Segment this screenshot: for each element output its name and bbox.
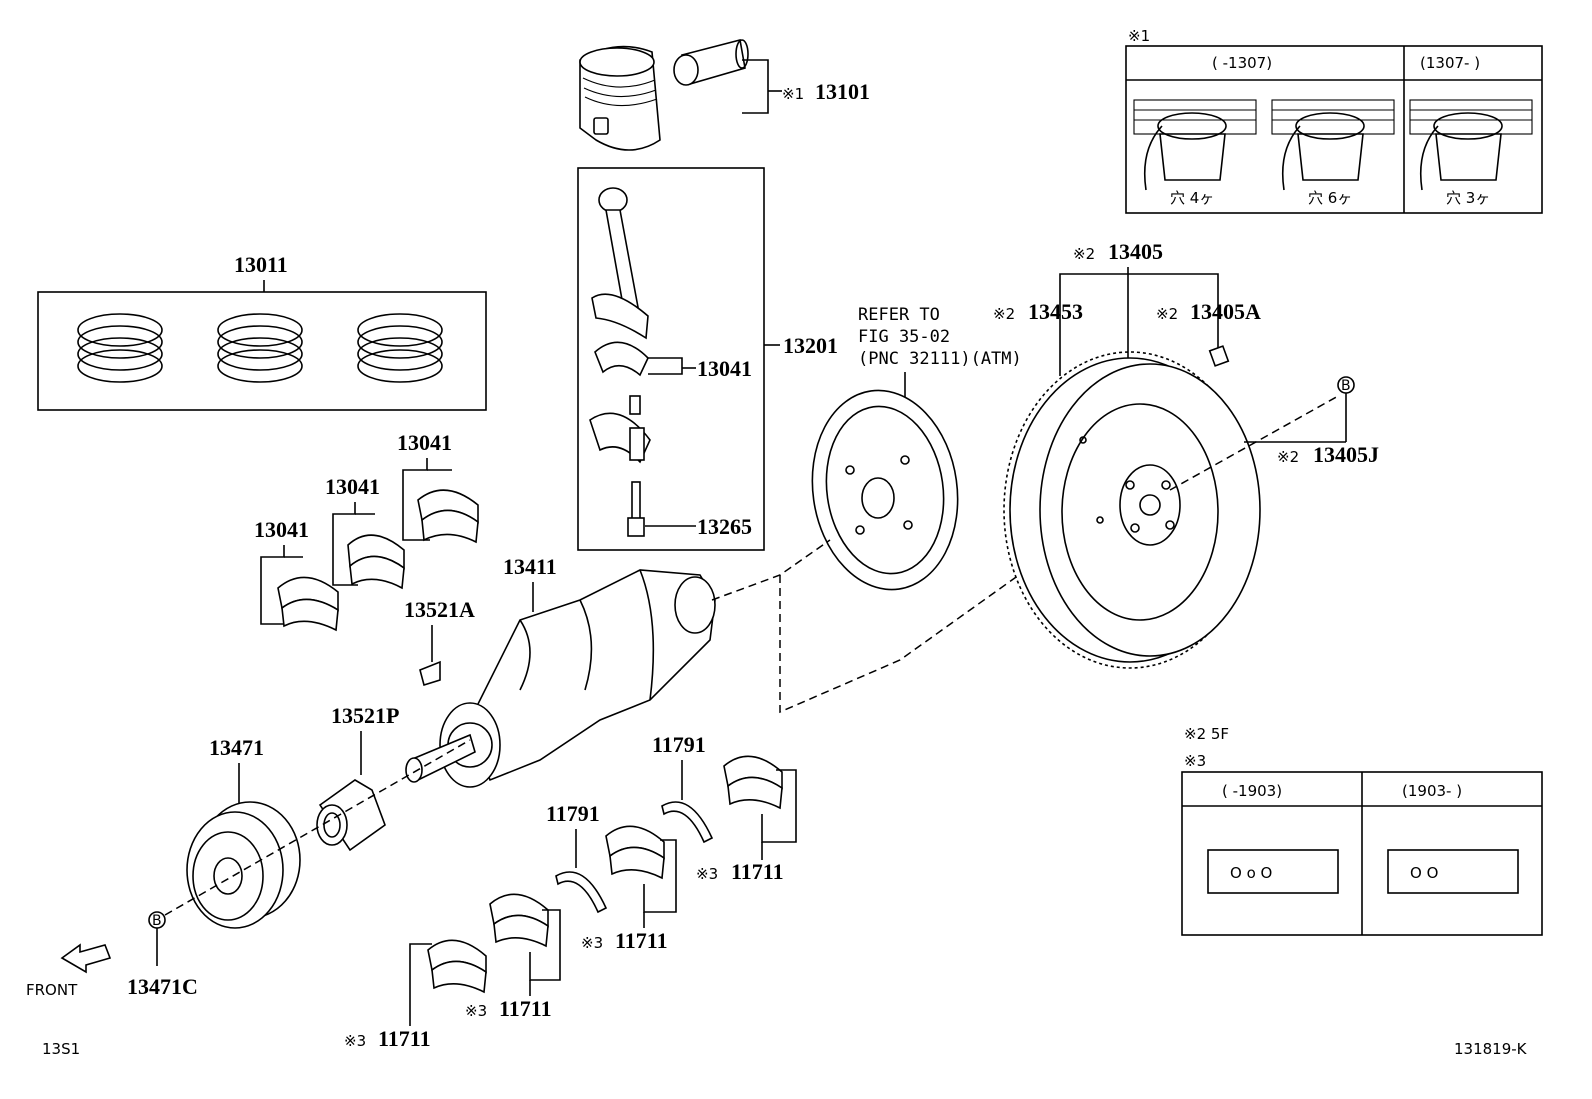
crank-key xyxy=(419,660,441,687)
refer-line2: FIG 35-02 xyxy=(858,327,950,347)
label-13011: 13011 xyxy=(234,252,288,277)
drive-plate-drawing xyxy=(811,389,959,591)
lower-bearing-b xyxy=(489,893,549,948)
thrust-washer-a xyxy=(555,871,608,914)
note3-table-title: ※3 xyxy=(1184,752,1206,770)
crank-timing-gear xyxy=(316,779,386,852)
main-bearing-c xyxy=(417,489,479,544)
leader-11711-c xyxy=(643,839,677,913)
piston-hole-diagram-b: 穴 6ヶ xyxy=(1271,99,1395,207)
bearing-mark-box-b xyxy=(1387,849,1519,894)
note2-text: ※2 5F xyxy=(1184,725,1229,743)
label-13405: 13405 xyxy=(1108,239,1163,264)
pulley-center-line xyxy=(164,739,471,916)
callout-b-rear-text: B xyxy=(1341,378,1351,394)
label-13041-rod: 13041 xyxy=(697,356,752,381)
front-arrow-icon xyxy=(60,943,112,974)
label-13201: 13201 xyxy=(783,333,838,358)
label-13453: 13453 xyxy=(1028,299,1083,324)
connecting-rod-drawing xyxy=(589,187,651,537)
thrust-washer-b xyxy=(661,801,714,844)
label-11711-a: 11711 xyxy=(378,1026,431,1051)
leader-13101 xyxy=(742,59,769,114)
bearing-marks-a: O o O xyxy=(1230,864,1272,882)
note3-mark-c: ※3 xyxy=(581,934,603,952)
dowel-pin xyxy=(1208,345,1230,367)
label-13265: 13265 xyxy=(697,514,752,539)
piston-drawing xyxy=(579,39,749,151)
piston-hole-diagram-a: 穴 4ヶ xyxy=(1133,99,1257,207)
label-11791-b: 11791 xyxy=(652,732,706,757)
leader-13041-c xyxy=(402,458,430,541)
label-13041-b: 13041 xyxy=(325,474,380,499)
lower-bearing-a xyxy=(427,939,487,994)
hole-count-b: 穴 6ヶ xyxy=(1308,189,1352,207)
note3-col2-header: (1903- ) xyxy=(1402,782,1462,800)
leader-13041-a xyxy=(260,545,288,625)
label-11711-c: 11711 xyxy=(615,928,668,953)
footer-code-right: 131819-K xyxy=(1454,1040,1528,1058)
refer-line3: (PNC 32111)(ATM) xyxy=(858,349,1022,369)
note2-mark-13405A: ※2 xyxy=(1156,305,1178,323)
label-13521A: 13521A xyxy=(404,597,475,622)
label-13041-c: 13041 xyxy=(397,430,452,455)
ring-set-box xyxy=(37,291,487,411)
note3-mark-b: ※3 xyxy=(465,1002,487,1020)
label-13405A: 13405A xyxy=(1190,299,1261,324)
piston-ring-set-drawing xyxy=(77,313,443,383)
note1-col1-header: ( -1307) xyxy=(1212,54,1272,72)
note3-col1-header: ( -1903) xyxy=(1222,782,1282,800)
crank-flange-dash-lower xyxy=(779,559,1041,714)
label-13471: 13471 xyxy=(209,735,264,760)
leader-11711-b xyxy=(529,909,561,981)
bearing-mark-box-a xyxy=(1207,849,1339,894)
crankshaft-drawing xyxy=(405,569,716,788)
footer-code-left: 13S1 xyxy=(42,1040,80,1058)
lower-bearing-d xyxy=(723,755,783,810)
crank-flange-dash-upper xyxy=(711,539,831,601)
front-label: FRONT xyxy=(26,981,78,999)
leader-13041-rod xyxy=(648,357,683,375)
label-11711-b: 11711 xyxy=(499,996,552,1021)
label-13411: 13411 xyxy=(503,554,557,579)
label-11711-d: 11711 xyxy=(731,859,784,884)
note1-table xyxy=(1125,45,1543,214)
flywheel-drawing xyxy=(1003,351,1261,669)
note1-col2-header: (1307- ) xyxy=(1420,54,1480,72)
refer-line1: REFER TO xyxy=(858,305,940,325)
lower-bearing-c xyxy=(605,825,665,880)
hole-count-a: 穴 4ヶ xyxy=(1170,189,1214,207)
main-bearing-a xyxy=(277,576,339,632)
piston-hole-diagram-c: 穴 3ヶ xyxy=(1409,99,1533,207)
note1-table-title: ※1 xyxy=(1128,27,1150,45)
note2-mark-13405J: ※2 xyxy=(1277,448,1299,466)
conrod-box xyxy=(577,167,765,551)
note3-mark-d: ※3 xyxy=(696,865,718,883)
leader-13405 xyxy=(1059,273,1219,290)
crank-pulley xyxy=(186,801,301,929)
label-13471C: 13471C xyxy=(127,974,198,999)
hole-count-c: 穴 3ヶ xyxy=(1446,189,1490,207)
note2-mark-13405: ※2 xyxy=(1073,245,1095,263)
leader-11711-d xyxy=(761,769,797,843)
main-bearing-b xyxy=(347,534,405,590)
note2-mark-13453: ※2 xyxy=(993,305,1015,323)
leader-11711-a xyxy=(409,943,432,1016)
label-13041-a: 13041 xyxy=(254,517,309,542)
callout-b-front-text: B xyxy=(152,913,162,929)
label-13521P: 13521P xyxy=(331,703,399,728)
leader-13041-b xyxy=(332,502,358,586)
note3-mark-a: ※3 xyxy=(344,1032,366,1050)
label-11791-a: 11791 xyxy=(546,801,600,826)
label-13405J: 13405J xyxy=(1313,442,1379,467)
label-13101: 13101 xyxy=(815,79,870,104)
bearing-marks-b: O O xyxy=(1410,864,1438,882)
note1-mark-13101: ※1 xyxy=(782,85,804,103)
